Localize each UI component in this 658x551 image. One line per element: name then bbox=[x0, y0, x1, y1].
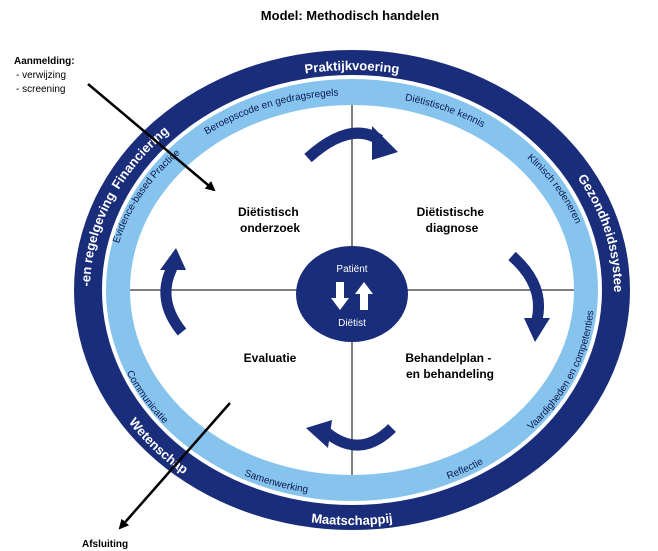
exit-arrow bbox=[118, 402, 231, 530]
cycle-arrow-right bbox=[508, 251, 550, 342]
quadrant-bottom-right: Behandelplan - en behandeling bbox=[405, 351, 494, 381]
center-label-dietitian: Diëtist bbox=[338, 318, 366, 329]
exit-label: Afsluiting bbox=[82, 539, 128, 550]
diagram-title: Model: Methodisch handelen bbox=[261, 8, 439, 23]
quadrant-top-right: Diëtistische diagnose bbox=[417, 205, 488, 235]
intake-arrow bbox=[87, 83, 216, 192]
center-label-patient: Patiënt bbox=[336, 264, 367, 275]
quadrant-bottom-left: Evaluatie bbox=[244, 351, 297, 365]
cycle-arrow-bottom bbox=[306, 420, 396, 451]
quadrant-top-left: Diëtistisch onderzoek bbox=[238, 205, 302, 235]
outer-label-top: Praktijkvoering bbox=[304, 58, 401, 77]
outer-label-bottom: Maatschappij bbox=[311, 510, 394, 528]
cycle-arrow-left bbox=[160, 248, 187, 336]
center-circle bbox=[296, 246, 408, 342]
intake-heading: Aanmelding: bbox=[14, 56, 75, 67]
intake-item-referral: - verwijzing bbox=[16, 70, 66, 81]
intake-item-screening: - screening bbox=[16, 84, 65, 95]
up-arrow-icon bbox=[355, 282, 373, 310]
down-arrow-icon bbox=[331, 282, 349, 310]
cycle-arrow-top bbox=[304, 126, 398, 163]
